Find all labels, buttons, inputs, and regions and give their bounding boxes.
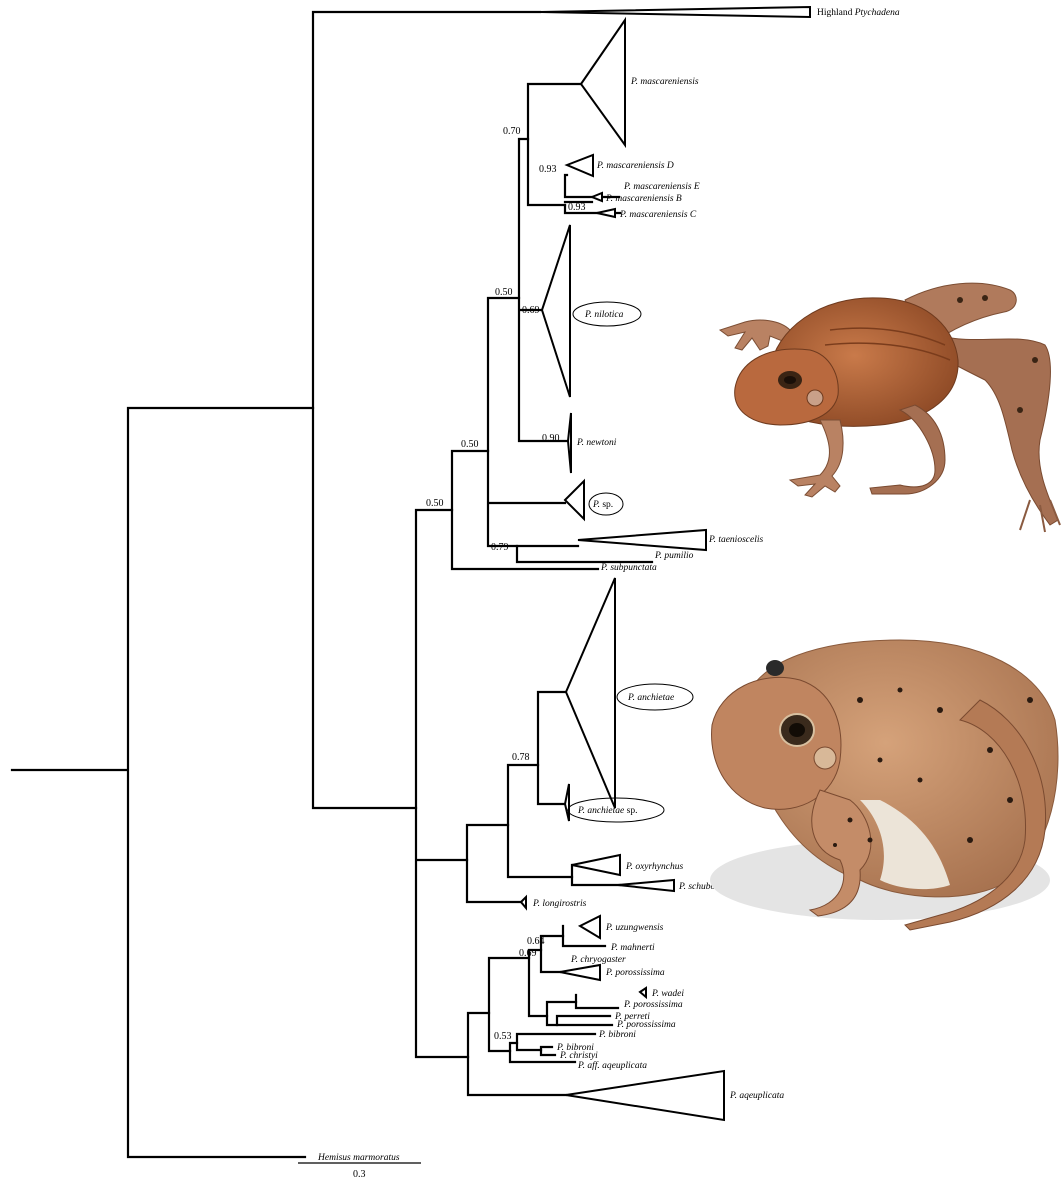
support-value: 0.69 — [519, 948, 537, 959]
clade-mascareniensis — [581, 20, 625, 145]
support-value: 0.90 — [542, 433, 560, 444]
tip-taenioscelis: P. taenioscelis — [708, 535, 763, 545]
tip-longirostris: P. longirostris — [532, 899, 587, 909]
tip-highland-ptychadena: Highland Ptychadena — [817, 8, 900, 18]
clade-porosissima-1 — [560, 965, 600, 980]
tip-porosissima-3: P. porossissima — [616, 1020, 676, 1030]
tip-mascareniensis-d: P. mascareniensis D — [596, 161, 674, 171]
clade-wadei — [640, 988, 646, 997]
clade-nilotica — [542, 225, 570, 397]
frog-photo-upper — [720, 283, 1060, 532]
clade-oxyrhynchus — [572, 855, 620, 875]
clade-longirostris — [521, 897, 526, 908]
support-value: 0.50 — [426, 498, 444, 509]
clade-schubotzi — [618, 880, 674, 891]
clade-anchietae — [566, 578, 615, 808]
support-value: 0.78 — [512, 752, 530, 763]
tip-subpunctata: P. subpunctata — [600, 563, 657, 573]
tip-bibroni-1: P. bibroni — [598, 1030, 636, 1040]
support-value: 0.53 — [494, 1031, 512, 1042]
support-value: 0.70 — [503, 126, 521, 137]
support-value: 0.50 — [495, 287, 513, 298]
tip-anchietae-sp: P. anchietae sp. — [577, 806, 637, 816]
support-value: 0.79 — [491, 542, 509, 553]
support-value: 0.64 — [527, 936, 545, 947]
support-value: 0.69 — [522, 305, 540, 316]
tip-hemisus-marmoratus: Hemisus marmoratus — [317, 1153, 400, 1163]
tip-anchietae: P. anchietae — [627, 693, 674, 703]
tip-aequiplicata: P. aqeuplicata — [729, 1091, 784, 1101]
tip-porosissima-1: P. porossissima — [605, 968, 665, 978]
clade-newtoni — [568, 413, 571, 473]
tip-mascareniensis-e: P. mascareniensis E — [623, 182, 700, 192]
tip-christyi: P. christyi — [559, 1051, 598, 1061]
tip-mascareniensis: P. mascareniensis — [630, 77, 699, 87]
clade-p-sp — [565, 481, 584, 519]
tip-nilotica: P. nilotica — [584, 310, 624, 320]
frog-photo-lower — [710, 640, 1058, 930]
scale-bar-label: 0.3 — [353, 1169, 366, 1180]
tip-pumilio: P. pumilio — [654, 551, 694, 561]
clade-highland-ptychadena — [540, 7, 810, 17]
tip-oxyrhynchus: P. oxyrhynchus — [625, 862, 683, 872]
clade-anchietae-sp — [565, 784, 569, 821]
clade-mascareniensis-d — [567, 155, 593, 176]
support-value: 0.93 — [539, 164, 557, 175]
tip-chryogaster: P. chryogaster — [570, 955, 626, 965]
clade-taenioscelis — [578, 530, 706, 550]
tip-p-sp: P. sp. — [592, 500, 613, 510]
tip-mascareniensis-c: P. mascareniensis C — [619, 210, 697, 220]
tip-wadei: P. wadei — [651, 989, 684, 999]
support-value: 0.93 — [568, 202, 586, 213]
tip-mascareniensis-b: P. mascareniensis B — [605, 194, 682, 204]
scale-bar: 0.3 — [298, 1163, 421, 1180]
tip-uzungwensis: P. uzungwensis — [605, 923, 664, 933]
tree-branches — [12, 12, 652, 1157]
tip-labels: Highland Ptychadena P. mascareniensis P.… — [317, 8, 900, 1163]
clade-aequiplicata — [566, 1071, 724, 1120]
tip-mahnerti: P. mahnerti — [610, 943, 655, 953]
tip-aff-aequiplicata: P. aff. aqeuplicata — [577, 1060, 647, 1071]
support-value: 0.50 — [461, 439, 479, 450]
clade-mascareniensis-b — [592, 193, 602, 201]
tip-porosissima-2: P. porossissima — [623, 1000, 683, 1010]
clade-uzungwensis — [580, 916, 600, 938]
clade-mascareniensis-c — [597, 209, 615, 217]
tip-newtoni: P. newtoni — [576, 438, 617, 448]
